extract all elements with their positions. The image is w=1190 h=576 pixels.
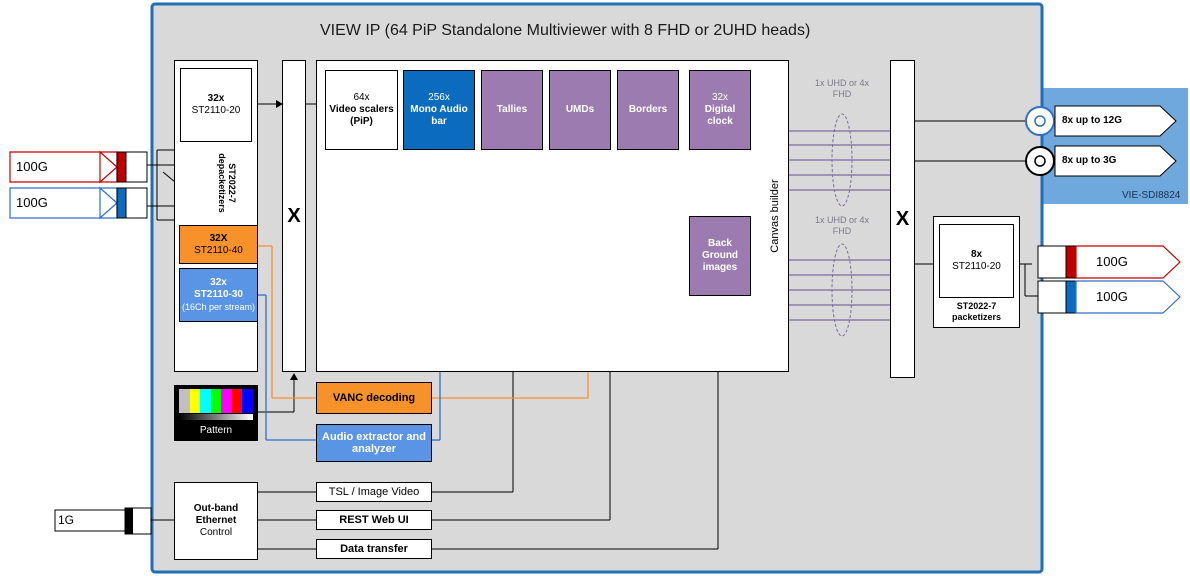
audio-extractor-block: Audio extractor and analyzer (316, 424, 432, 462)
depack-label-wrap: ST2022-7 depacketizers (216, 145, 237, 215)
depack-audio-std: ST2110-30 (194, 289, 243, 300)
sdi-3g-label: 8x up to 3G (1062, 155, 1117, 166)
output-blue-label: 100G (1096, 289, 1128, 304)
sdi-12g-label: 8x up to 12G (1062, 115, 1123, 126)
depack-anc-count: 32X (209, 232, 228, 244)
color-bars-graphic (179, 389, 254, 413)
crosspoint-right: X (890, 60, 915, 378)
scalers-block: 64x Video scalers (PiP) (325, 70, 398, 150)
canvas-label-wrap: Canvas builder (760, 170, 790, 270)
sdi-module-label: VIE-SDI8824 (1122, 190, 1181, 201)
grayscale-graphic (179, 414, 253, 420)
input-red-label: 100G (16, 159, 48, 174)
pattern-label: Pattern (199, 425, 233, 436)
mgmt-input-label: 1G (58, 513, 75, 527)
output-arrow-blue (1075, 280, 1181, 314)
link-label-bottom: 1x UHD or 4x FHD (814, 215, 869, 236)
mono-count: 256x (428, 92, 450, 103)
vanc-block: VANC decoding (316, 382, 432, 414)
control-block: Out-band Ethernet Control (174, 482, 258, 560)
control-label-bold: Out-band Ethernet (193, 503, 239, 526)
scalers-count: 64x (353, 92, 370, 103)
output-arrow-red (1075, 245, 1181, 279)
clock-block: 32x Digital clock (689, 70, 751, 150)
control-label: Control (199, 527, 233, 538)
clock-label: Digital clock (704, 104, 736, 127)
depack-video-std: ST2110-20 (191, 105, 241, 116)
mono-audio-block: 256x Mono Audio bar (403, 70, 475, 150)
sdi-3g-connector (1025, 146, 1055, 176)
link-lines (788, 130, 890, 321)
rest-block: REST Web UI (316, 510, 432, 530)
sdi-3g-arrow (1054, 145, 1177, 177)
tsl-block: TSL / Image Video (316, 482, 432, 502)
output-red-label: 100G (1096, 254, 1128, 269)
depack-anc-std: ST2110-40 (194, 244, 243, 256)
pack-count: 8x (970, 249, 983, 260)
mono-label: Mono Audio bar (410, 104, 468, 127)
depack-audio-count: 32x (210, 277, 227, 288)
input-arrow-blue-tip (99, 186, 118, 220)
depack-audio-note: (16Ch per stream) (181, 302, 256, 312)
borders-block: Borders (617, 70, 679, 150)
pack-label: ST2022-7 packetizers (951, 301, 1002, 322)
background-images-block: Back Ground images (689, 216, 751, 296)
clock-count: 32x (711, 92, 729, 103)
canvas-label: Canvas builder (769, 179, 781, 253)
crosspoint-left: X (282, 60, 306, 372)
packetizer-block: 8x ST2110-20 (939, 224, 1014, 298)
depack-video: 32x ST2110-20 (180, 68, 252, 142)
input-blue-label: 100G (16, 195, 48, 210)
link-ellipses (831, 113, 853, 337)
sdi-12g-connector (1025, 106, 1055, 136)
depack-anc: 32X ST2110-40 (179, 225, 258, 264)
depack-video-count: 32x (207, 93, 225, 104)
depack-audio: 32x ST2110-30 (16Ch per stream) (179, 268, 258, 322)
tallies-block: Tallies (481, 70, 543, 150)
data-transfer-block: Data transfer (316, 539, 432, 559)
depack-label: ST2022-7 depacketizers (217, 153, 237, 213)
pack-std: ST2110-20 (952, 261, 1001, 272)
diagram-title: VIEW IP (64 PiP Standalone Multiviewer w… (320, 22, 811, 39)
input-arrow-red-tip (99, 150, 118, 184)
background-label: Back Ground images (701, 238, 739, 273)
pattern-block: Pattern (174, 385, 258, 441)
link-label-top: 1x UHD or 4x FHD (814, 78, 869, 99)
umds-block: UMDs (549, 70, 611, 150)
sdi-12g-arrow (1054, 105, 1177, 137)
scalers-label: Video scalers (PiP) (329, 104, 394, 127)
